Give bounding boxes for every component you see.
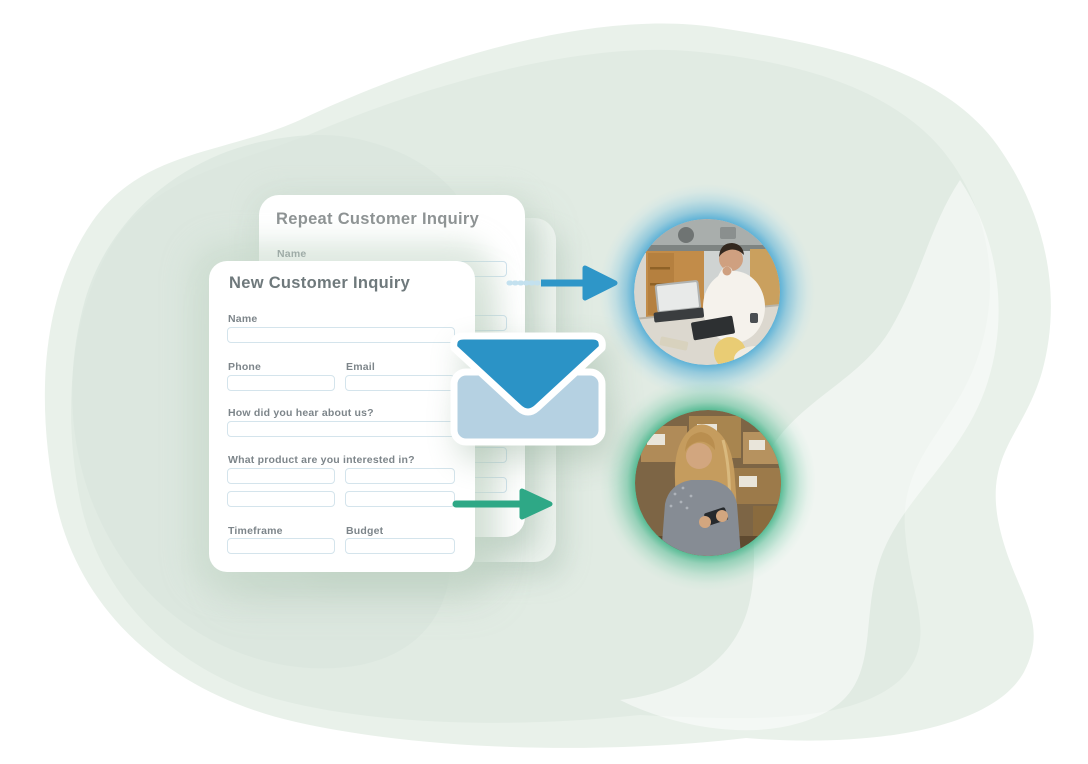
new-customer-inquiry-card: New Customer Inquiry Name Phone Email Ho… <box>209 261 475 572</box>
new-card-title: New Customer Inquiry <box>229 274 411 292</box>
product-input-3[interactable] <box>227 491 335 507</box>
hear-about-us-input[interactable] <box>227 421 455 437</box>
envelope-icon <box>450 332 606 446</box>
new-customer-photo <box>634 219 780 365</box>
budget-label: Budget <box>346 525 384 537</box>
budget-input[interactable] <box>345 538 455 554</box>
email-input[interactable] <box>345 375 455 391</box>
phone-label: Phone <box>228 361 262 373</box>
arrow-to-repeat-customer-icon <box>452 488 553 520</box>
timeframe-input[interactable] <box>227 538 335 554</box>
arrow-to-new-customer-icon <box>506 265 618 301</box>
product-input-1[interactable] <box>227 468 335 484</box>
timeframe-label: Timeframe <box>228 525 283 537</box>
product-input-4[interactable] <box>345 491 455 507</box>
phone-input[interactable] <box>227 375 335 391</box>
product-input-2[interactable] <box>345 468 455 484</box>
product-interest-label: What product are you interested in? <box>228 454 415 466</box>
repeat-name-label: Name <box>277 248 307 260</box>
hear-about-us-label: How did you hear about us? <box>228 407 374 419</box>
name-input[interactable] <box>227 327 455 343</box>
name-label: Name <box>228 313 258 325</box>
repeat-customer-photo <box>635 410 781 556</box>
woman-with-phone-image <box>635 410 781 556</box>
man-at-laptop-image <box>634 219 780 365</box>
repeat-card-title: Repeat Customer Inquiry <box>276 210 480 228</box>
email-label: Email <box>346 361 376 373</box>
